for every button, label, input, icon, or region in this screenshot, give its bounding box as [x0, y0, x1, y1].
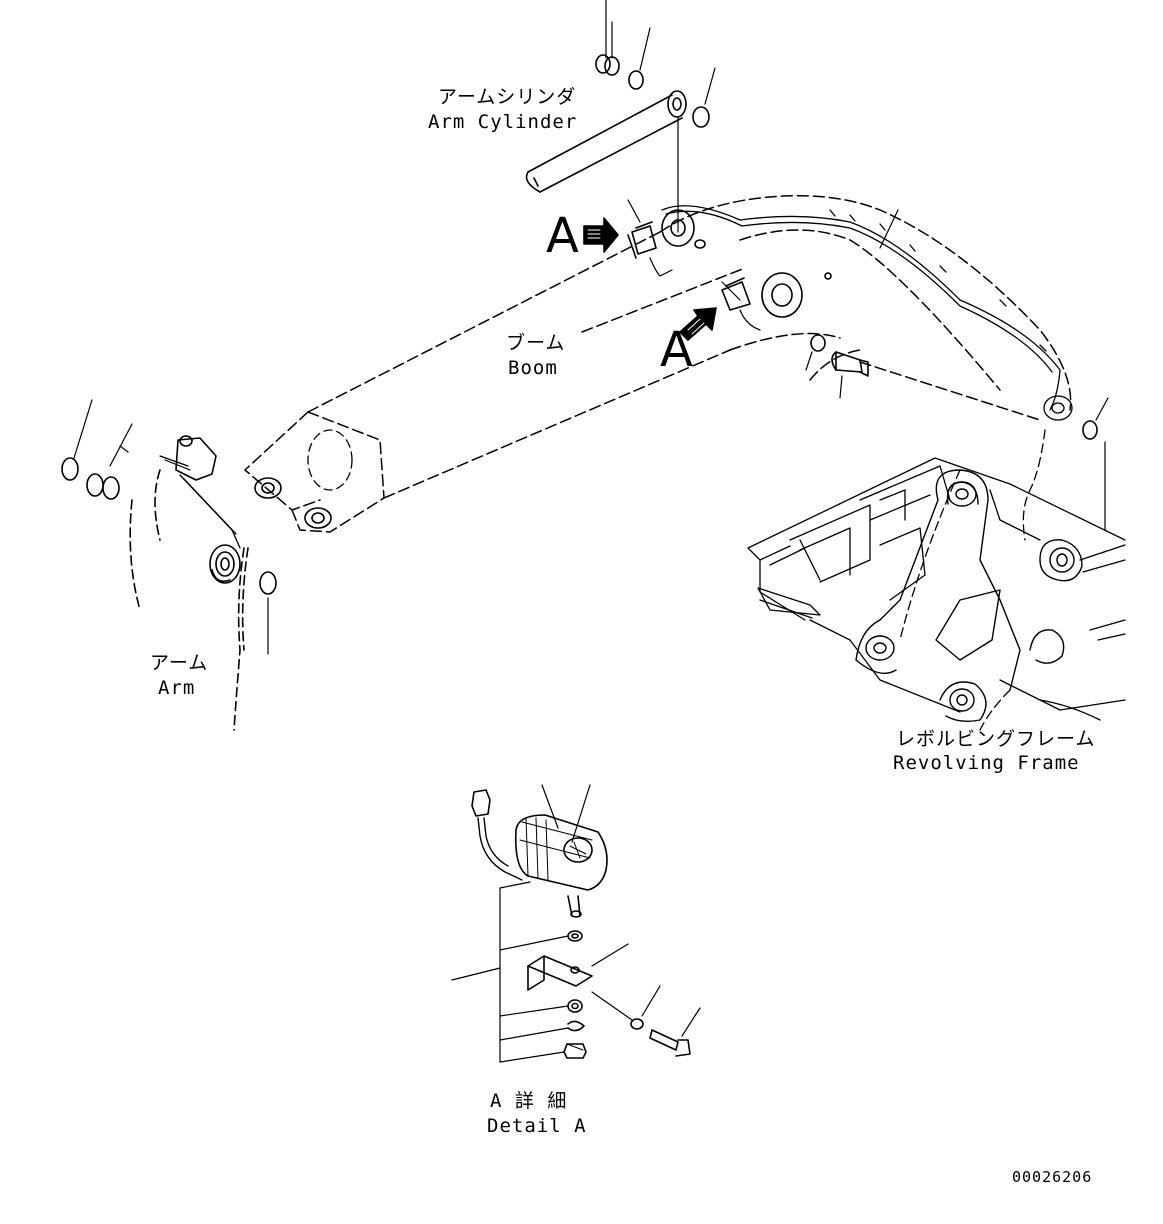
boom-lamp-lower: [721, 277, 761, 331]
view-arrow-upper: [583, 217, 619, 253]
view-arrow-lower: [679, 307, 717, 341]
boom-bolt-parts: [805, 209, 899, 399]
arm-washers: [61, 399, 277, 655]
drawing-number: 00026206: [1012, 1168, 1093, 1186]
detail-a-leaders: [451, 881, 569, 1063]
detail-a-bracket: [527, 930, 629, 1059]
boom-label-jp: ブーム: [506, 332, 566, 354]
boom-harness: [661, 205, 1073, 421]
arm-cylinder-label-en: Arm Cylinder: [428, 111, 578, 133]
frame-harness: [899, 429, 1046, 731]
arm-pin-bushing: [209, 544, 241, 584]
boom-nose-pins: [254, 429, 353, 529]
arm-label-jp: アーム: [150, 652, 209, 674]
boom-upper-bosses: [661, 209, 832, 318]
detail-a-bolt: [591, 985, 701, 1057]
arm-cylinder-label-jp: アームシリンダ: [438, 86, 577, 108]
arm-cylinder-drawing: [525, 90, 687, 233]
detail-a-label-jp: A 詳 細: [490, 1090, 568, 1112]
boom-lamp-upper: [627, 221, 673, 277]
detail-a-label-en: Detail A: [487, 1115, 587, 1137]
arm-cylinder-pin-parts: [595, 0, 716, 128]
revolving-frame-drawing: [747, 457, 1126, 721]
revolving-frame-label-en: Revolving Frame: [893, 752, 1080, 774]
view-marker-a-lower: A: [660, 322, 693, 378]
detail-a-lamp: [471, 784, 608, 918]
boom-label-en: Boom: [508, 357, 558, 379]
arm-drawing: [129, 435, 249, 731]
arm-label-en: Arm: [158, 677, 196, 699]
frame-o-ring: [1082, 397, 1109, 531]
view-marker-a-upper: A: [546, 208, 579, 264]
revolving-frame-label-jp: レボルビングフレーム: [896, 728, 1096, 750]
frame-boom-bracket: [855, 469, 1083, 723]
boom-drawing: [244, 195, 1072, 533]
